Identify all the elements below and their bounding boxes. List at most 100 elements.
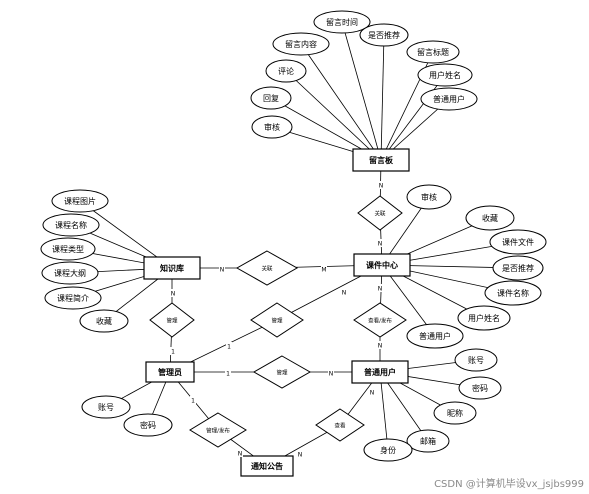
attribute-ellipse bbox=[406, 40, 460, 64]
edge-message_board-a_mb_username bbox=[380, 74, 446, 161]
attribute-a_user_account: 账号 bbox=[454, 348, 498, 372]
relationship-label: 查看 bbox=[334, 421, 346, 429]
entity-box bbox=[143, 256, 201, 280]
cardinality-bg bbox=[297, 450, 303, 458]
relationship-rel_admin_cc: 管理 bbox=[250, 302, 304, 338]
attribute-ellipse bbox=[272, 32, 330, 56]
entity-box bbox=[240, 455, 294, 477]
attribute-a_mb_recommend: 是否推荐 bbox=[359, 23, 409, 47]
cardinality-bg bbox=[377, 239, 383, 247]
edge-message_board-a_mb_time bbox=[341, 21, 382, 161]
attribute-ellipse bbox=[44, 286, 102, 310]
attribute-a_cc_file: 课件文件 bbox=[489, 229, 547, 255]
attribute-ellipse bbox=[465, 205, 515, 231]
attribute-label: 审核 bbox=[421, 192, 437, 202]
attribute-label: 课件名称 bbox=[497, 288, 529, 298]
entity-label: 普通用户 bbox=[364, 367, 396, 377]
attribute-label: 普通用户 bbox=[419, 331, 451, 341]
attribute-ellipse bbox=[41, 261, 99, 285]
attribute-ellipse bbox=[454, 348, 498, 372]
attribute-a_cc_audit: 审核 bbox=[406, 184, 452, 210]
cardinality-label: 1 bbox=[227, 343, 231, 350]
relationship-label: 管理 bbox=[276, 368, 288, 376]
edge-message_board-a_mb_comment bbox=[285, 70, 382, 161]
relationship-rel_kb_cc: 关联 bbox=[235, 250, 299, 286]
relationship-rel_admin_user: 管理 bbox=[252, 355, 312, 389]
attribute-a_mb_reply: 回复 bbox=[250, 86, 292, 110]
attribute-label: 评论 bbox=[278, 66, 294, 76]
entity-notice: 通知公告 bbox=[240, 455, 294, 477]
attribute-label: 密码 bbox=[472, 383, 488, 393]
attribute-ellipse bbox=[42, 213, 100, 237]
attribute-a_cc_recommend: 是否推荐 bbox=[492, 255, 544, 281]
relationship-label: 关联 bbox=[261, 264, 273, 272]
attribute-label: 普通用户 bbox=[433, 94, 465, 104]
cardinality-label: 1 bbox=[191, 397, 195, 404]
attribute-label: 课程简介 bbox=[57, 293, 89, 303]
attributes: 留言时间留言内容是否推荐评论留言标题用户姓名回复普通用户审核审核收藏课件文件是否… bbox=[40, 10, 547, 462]
attribute-a_admin_password: 密码 bbox=[123, 413, 173, 437]
relationship-rel_user_cc: 查看/发布 bbox=[353, 302, 407, 338]
edge-message_board-a_mb_recommend bbox=[380, 34, 385, 161]
attribute-a_cc_username: 用户姓名 bbox=[457, 305, 511, 331]
cardinality-label: N bbox=[342, 289, 347, 296]
cardinality-label: 1 bbox=[226, 370, 230, 377]
relationship-diamond bbox=[189, 412, 247, 448]
entity-box bbox=[145, 361, 195, 383]
attribute-ellipse bbox=[265, 59, 307, 83]
cardinality-label: 1 bbox=[171, 348, 175, 355]
cardinality-bg bbox=[377, 341, 383, 349]
attribute-a_kb_outline: 课程大纲 bbox=[41, 261, 99, 285]
attribute-a_admin_account: 账号 bbox=[81, 395, 131, 419]
relationship-label: 管理/发布 bbox=[206, 426, 230, 434]
relationship-label: 关联 bbox=[374, 209, 386, 217]
entity-box bbox=[353, 253, 411, 277]
attribute-ellipse bbox=[363, 438, 413, 462]
cardinality-bg bbox=[321, 265, 327, 273]
edge-user-a_user_identity bbox=[379, 371, 389, 451]
attribute-ellipse bbox=[81, 395, 131, 419]
relationship-diamond bbox=[235, 250, 299, 286]
attribute-label: 账号 bbox=[98, 403, 114, 412]
attribute-a_mb_username: 用户姓名 bbox=[417, 63, 473, 87]
attribute-label: 课件文件 bbox=[502, 237, 534, 247]
entity-message_board: 留言板 bbox=[352, 148, 410, 172]
attribute-label: 是否推荐 bbox=[502, 263, 534, 273]
attribute-ellipse bbox=[313, 10, 371, 34]
attribute-label: 身份 bbox=[380, 445, 396, 455]
attribute-label: 邮箱 bbox=[420, 436, 436, 446]
relationship-diamond bbox=[357, 195, 403, 231]
attribute-a_user_nickname: 昵称 bbox=[433, 401, 477, 425]
entity-label: 知识库 bbox=[160, 263, 184, 273]
attribute-label: 收藏 bbox=[482, 213, 498, 223]
attribute-ellipse bbox=[250, 86, 292, 110]
cardinality-bg bbox=[237, 449, 243, 457]
cardinality-bg bbox=[219, 265, 225, 273]
attribute-a_kb_image: 课程图片 bbox=[51, 189, 109, 213]
attribute-ellipse bbox=[420, 87, 478, 111]
attribute-label: 课程大纲 bbox=[54, 268, 86, 278]
attribute-a_mb_time: 留言时间 bbox=[313, 10, 371, 34]
attribute-label: 课程图片 bbox=[64, 196, 96, 206]
entity-box bbox=[351, 360, 409, 384]
cardinality-label: N bbox=[378, 240, 383, 247]
cardinality-label: N bbox=[298, 451, 303, 458]
attribute-a_user_password: 密码 bbox=[458, 376, 502, 400]
attribute-a_kb_type: 课程类型 bbox=[40, 237, 96, 261]
attribute-label: 课程类型 bbox=[52, 244, 84, 254]
attribute-a_mb_comment: 评论 bbox=[265, 59, 307, 83]
attribute-a_mb_user: 普通用户 bbox=[420, 87, 478, 111]
cardinality-label: N bbox=[378, 342, 383, 349]
attribute-ellipse bbox=[417, 63, 473, 87]
cardinality-bg bbox=[170, 289, 176, 297]
cardinality-bg bbox=[369, 388, 375, 396]
attribute-a_cc_name: 课件名称 bbox=[484, 280, 542, 306]
attribute-label: 回复 bbox=[263, 93, 279, 103]
entity-course_center: 课件中心 bbox=[353, 253, 411, 277]
attribute-label: 课程名称 bbox=[55, 220, 87, 230]
edge-message_board-a_mb_content bbox=[300, 43, 382, 161]
relationship-diamond bbox=[250, 302, 304, 338]
attribute-a_kb_intro: 课程简介 bbox=[44, 286, 102, 310]
attribute-a_cc_user: 普通用户 bbox=[406, 323, 464, 349]
